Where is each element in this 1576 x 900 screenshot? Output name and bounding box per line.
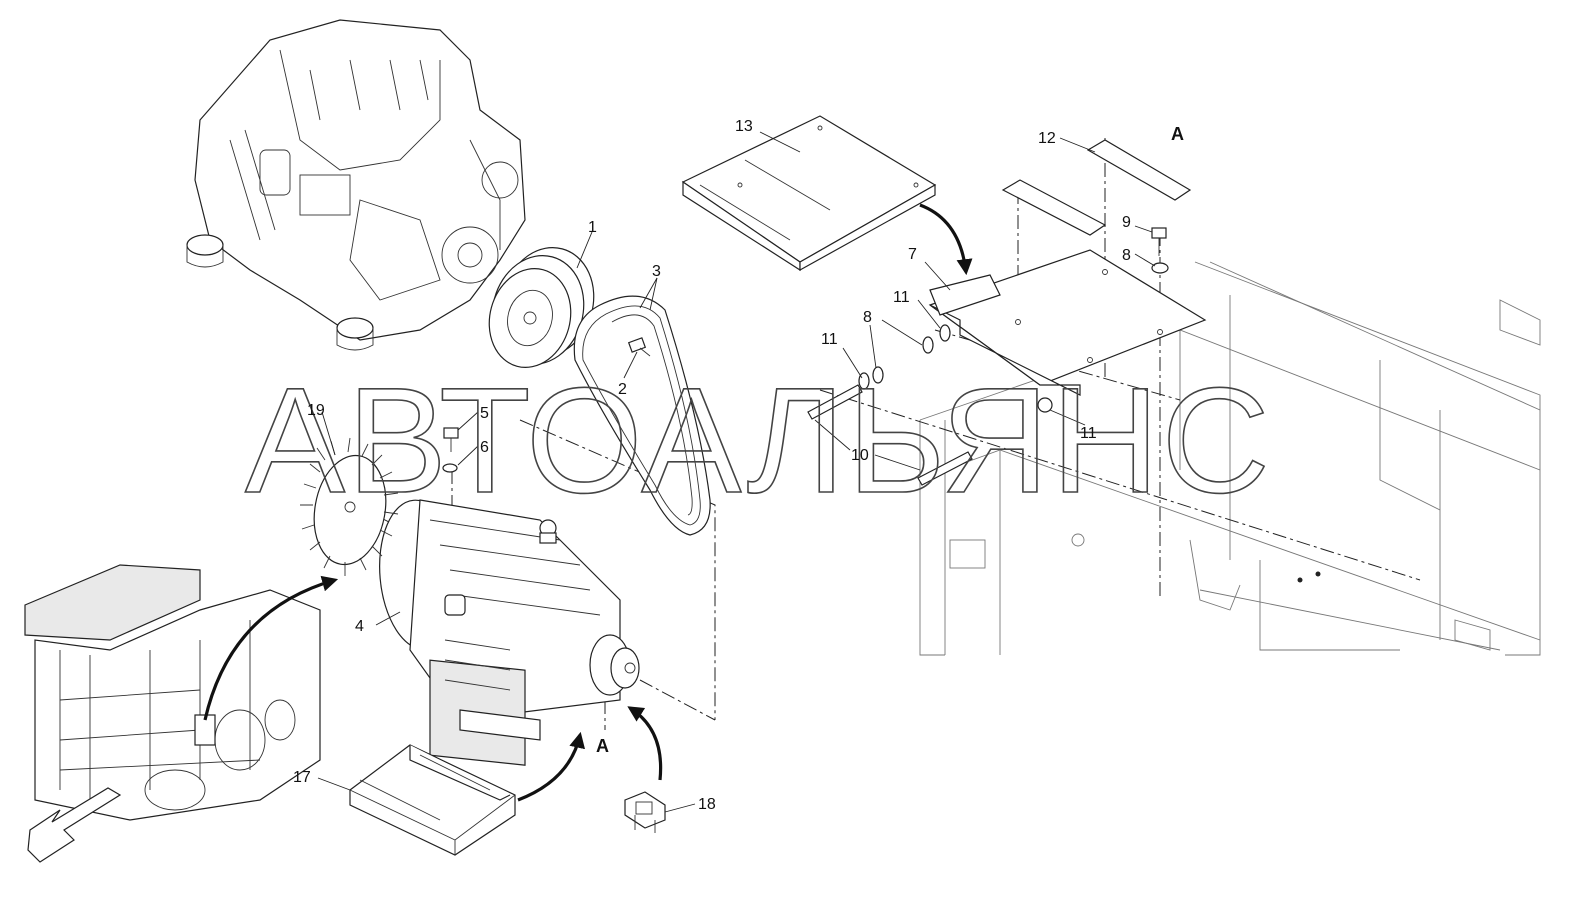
callout-11-top: 11 xyxy=(893,289,910,306)
mounting-plate-13 xyxy=(681,115,937,272)
callout-1: 1 xyxy=(588,219,597,236)
callout-12: 12 xyxy=(1038,130,1056,147)
callout-17: 17 xyxy=(293,769,311,786)
callout-19: 19 xyxy=(307,402,325,419)
fan-19 xyxy=(300,437,399,576)
engine-illustration xyxy=(186,19,526,351)
callout-3: 3 xyxy=(652,263,661,280)
callout-8-left: 8 xyxy=(863,309,872,326)
callout-8-right: 8 xyxy=(1122,247,1131,264)
bracket-7 xyxy=(928,249,1207,396)
bolt-9 xyxy=(1151,227,1167,256)
section-mark-a-top: A xyxy=(1171,124,1184,144)
view-direction-arrow xyxy=(27,787,122,863)
watermark: АВТОАЛЬЯНС xyxy=(245,356,1272,524)
pulley-1 xyxy=(488,247,595,368)
callout-10: 10 xyxy=(851,447,869,464)
vehicle-illustration xyxy=(24,564,321,821)
shims-12 xyxy=(1001,139,1192,236)
washer-6 xyxy=(442,463,458,473)
electric-motor-4 xyxy=(379,499,640,766)
callout-5: 5 xyxy=(480,405,489,422)
assembly-arrows xyxy=(203,203,973,802)
callout-11-left: 11 xyxy=(821,331,838,348)
connector-18 xyxy=(624,791,666,833)
hardware-left xyxy=(807,324,1053,486)
callout-6: 6 xyxy=(480,439,489,456)
callout-2: 2 xyxy=(618,381,627,398)
callout-13: 13 xyxy=(735,118,753,135)
callout-7: 7 xyxy=(908,246,917,263)
washer-8-right xyxy=(1151,262,1169,274)
leader-lines xyxy=(317,131,1156,813)
callout-4: 4 xyxy=(355,618,364,635)
screw-2 xyxy=(627,337,651,357)
section-mark-a-bottom: A xyxy=(596,736,609,756)
v-belts-3 xyxy=(573,295,711,536)
callout-11-right: 11 xyxy=(1080,425,1097,442)
support-frame-17 xyxy=(349,744,516,856)
callout-18: 18 xyxy=(698,796,716,813)
callout-9: 9 xyxy=(1122,214,1131,231)
bolt-5 xyxy=(443,427,459,452)
callout-labels: 1 3 2 13 12 A 9 8 7 11 8 11 10 11 19 5 6… xyxy=(293,118,1184,813)
